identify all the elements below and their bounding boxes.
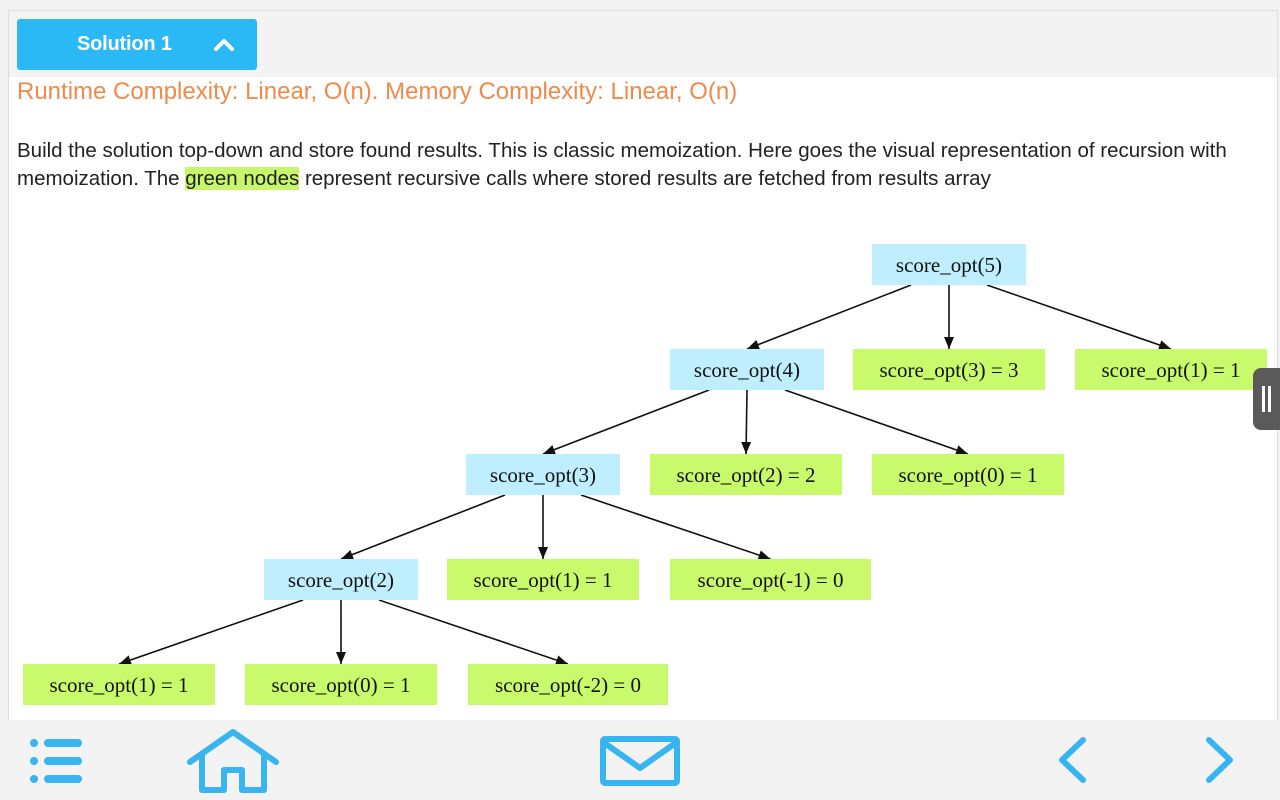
memo-node: score_opt(-1) = 0 [670,559,871,600]
node-label: score_opt(1) = 1 [474,568,613,592]
mail-icon[interactable] [600,736,680,786]
description-text-start: Build the solution top-down and store fo… [17,139,1227,190]
description-highlight: green nodes [185,167,300,190]
node-label: score_opt(2) = 2 [677,463,816,487]
node-box [447,559,639,600]
tree-edge-n4-n3 [542,389,710,455]
call-node: score_opt(5) [872,244,1026,285]
node-label: score_opt(-1) = 0 [698,568,844,592]
memo-node: score_opt(1) = 1 [23,664,215,705]
chevron-left-icon[interactable] [1055,736,1089,784]
memo-node: score_opt(0) = 1 [872,454,1064,495]
chevron-right-icon[interactable] [1203,736,1237,784]
tree-edge-n3-n2 [340,494,506,560]
node-box [245,664,437,705]
menu-icon[interactable] [28,737,84,785]
node-box [1075,349,1267,390]
tree-edge-n3-mm1 [580,494,771,560]
tree-edge-n2-m1c [118,599,304,665]
node-label: score_opt(2) [288,568,394,592]
node-label: score_opt(0) = 1 [272,673,411,697]
tree-edge-n2-mm2 [378,599,569,665]
tree-edge-n5-m1a [986,284,1172,350]
node-box [670,559,871,600]
node-box [670,349,824,390]
side-panel-handle[interactable] [1253,368,1280,430]
node-box [23,664,215,705]
solution-toggle-button[interactable]: Solution 1 [17,19,257,70]
node-box [466,454,620,495]
tree-edge-n5-n4 [746,284,912,350]
home-icon[interactable] [186,728,280,794]
tree-edge-n4-m0a [784,389,969,455]
node-box [468,664,668,705]
solution-card: Solution 1 Runtime Complexity: Linear, O… [8,10,1278,720]
memo-node: score_opt(1) = 1 [1075,349,1267,390]
call-node: score_opt(3) [466,454,620,495]
call-node: score_opt(4) [670,349,824,390]
node-box [853,349,1045,390]
memo-node: score_opt(-2) = 0 [468,664,668,705]
node-box [650,454,842,495]
node-label: score_opt(1) = 1 [50,673,189,697]
node-label: score_opt(-2) = 0 [495,673,641,697]
node-box [264,559,418,600]
node-box [872,244,1026,285]
memo-node: score_opt(0) = 1 [245,664,437,705]
node-label: score_opt(0) = 1 [899,463,1038,487]
node-label: score_opt(5) [896,253,1002,277]
memo-node: score_opt(1) = 1 [447,559,639,600]
tree-edge-n4-m2a [741,389,752,455]
node-label: score_opt(4) [694,358,800,382]
solution-description: Build the solution top-down and store fo… [17,137,1267,193]
call-node: score_opt(2) [264,559,418,600]
description-text-end: represent recursive calls where stored r… [299,167,991,190]
complexity-heading: Runtime Complexity: Linear, O(n). Memory… [17,78,738,105]
chevron-up-icon [214,39,234,51]
solution-toggle-label: Solution 1 [77,33,172,55]
node-label: score_opt(3) [490,463,596,487]
node-label: score_opt(3) = 3 [880,358,1019,382]
node-label: score_opt(1) = 1 [1102,358,1241,382]
node-box [872,454,1064,495]
memoization-tree-diagram: score_opt(5) score_opt(4) score_opt(3) = 3… [23,244,1267,705]
memo-node: score_opt(3) = 3 [853,349,1045,390]
bottom-navigation-bar [0,720,1280,800]
memo-node: score_opt(2) = 2 [650,454,842,495]
